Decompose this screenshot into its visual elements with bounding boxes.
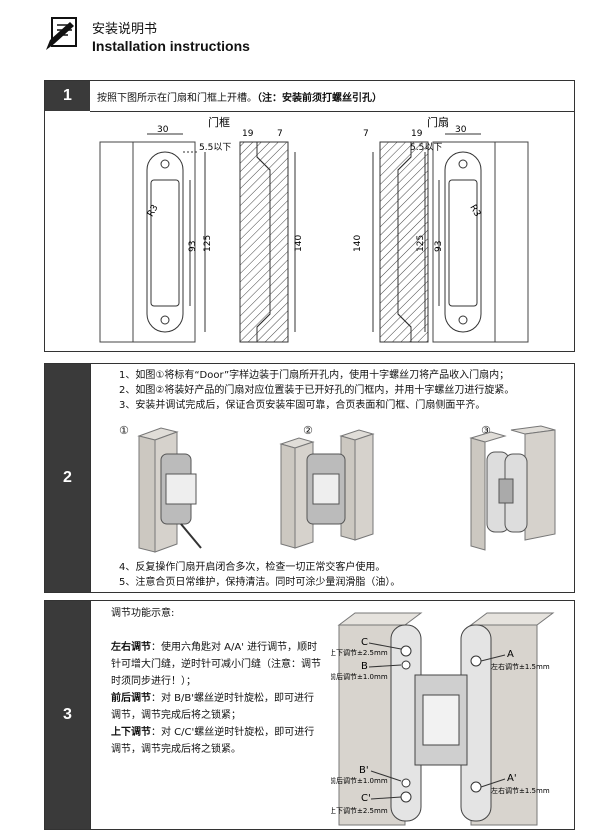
title-en: Installation instructions — [92, 38, 250, 54]
leaf-section-view: 7 19 140 — [353, 129, 429, 343]
adjust-fb-title: 前后调节 — [111, 693, 151, 704]
frame-front-view: 30 5.5以下 R3 93 125 — [99, 125, 231, 343]
dim-5-5: 5.5以下 — [199, 143, 231, 153]
figure-2-hinge-between-frame-and-leaf — [279, 429, 375, 549]
section-1: 1 按照下图所示在门扇和门框上开槽。（注：安装前须打螺丝引孔） 门框 门扇 30… — [44, 80, 575, 352]
section-3: 3 调节功能示意: 左右调节：使用六角匙对 A/A' 进行调节，顺时针可增大门缝… — [44, 600, 575, 830]
callout-a-prime: A' — [507, 773, 517, 784]
callout-b: B — [361, 661, 368, 672]
dim-19: 19 — [242, 129, 254, 139]
dim-7: 7 — [277, 129, 283, 139]
adjust-left-right: 左右调节：使用六角匙对 A/A' 进行调节，顺时针可增大门缝，逆时针可减小门缝（… — [111, 639, 321, 690]
section-number: 3 — [45, 601, 90, 829]
callout-ud: 上下调节±2.5mm — [331, 648, 388, 657]
adjust-lr-text: ：使用六角匙对 A/A' 进行调节，顺时针可增大门缝，逆时针可减小门缝（注意：调… — [111, 642, 321, 687]
title-zh: 安装说明书 — [92, 22, 158, 37]
callout-ud: 上下调节±2.5mm — [331, 806, 388, 815]
callout-b-prime: B' — [359, 765, 369, 776]
adjust-up-down: 上下调节：对 C/C'螺丝逆时针旋松，即可进行调节，调节完成后将之锁紧。 — [111, 724, 321, 758]
dim-5-5: 5.5以下 — [410, 143, 442, 153]
step-line: 3、安装并调试完成后，保证合页安装牢固可靠，合页表面和门框、门扇侧面平齐。 — [119, 400, 486, 411]
dim-125: 125 — [416, 235, 426, 252]
dim-140: 140 — [294, 235, 304, 252]
dim-7: 7 — [363, 129, 369, 139]
dim-125: 125 — [203, 235, 213, 252]
step-line: 4、反复操作门扇开启闭合多次，检查一切正常交客户使用。 — [119, 562, 386, 573]
instruction-text: 按照下图所示在门扇和门框上开槽。 — [97, 93, 257, 104]
dim-93: 93 — [434, 241, 444, 252]
adjustment-diagram: C 上下调节±2.5mm B 前后调节±1.0mm A 左右调节±1.5mm B… — [331, 612, 555, 826]
step-line: 2、如图②将装好产品的门扇对应位置装于已开好孔的门框内，并用十字螺丝刀进行旋紧。 — [119, 385, 515, 396]
adjust-ud-text: ：对 C/C'螺丝逆时针旋松，即可进行调节，调节完成后将之锁紧。 — [111, 727, 315, 755]
adjust-front-back: 前后调节：对 B/B'螺丝逆时针旋松，即可进行调节，调节完成后将之锁紧； — [111, 690, 321, 724]
callout-fb: 前后调节±1.0mm — [331, 672, 388, 681]
label-frame: 门框 — [208, 115, 230, 129]
callout-fb: 前后调节±1.0mm — [331, 776, 388, 785]
section-number: 1 — [45, 81, 90, 111]
dim-93: 93 — [188, 241, 198, 252]
dim-30: 30 — [455, 125, 467, 135]
step-line: 5、注意合页日常维护，保持清洁。同时可涂少量润滑脂（油）。 — [119, 577, 401, 588]
adjust-fb-text: ：对 B/B'螺丝逆时针旋松，即可进行调节，调节完成后将之锁紧； — [111, 693, 315, 721]
adjust-ud-title: 上下调节 — [111, 727, 151, 738]
section-number: 2 — [45, 364, 90, 592]
leaf-front-view: 30 5.5以下 R3 93 125 — [410, 125, 529, 343]
hinge-install-figures — [137, 425, 556, 553]
callout-lr: 左右调节±1.5mm — [491, 662, 550, 671]
figure-3-hinge-open — [469, 425, 556, 551]
slot-dimension-drawing: 门框 门扇 30 5.5以下 R3 93 125 19 7 — [99, 115, 529, 343]
dim-30: 30 — [157, 125, 169, 135]
adjust-lr-title: 左右调节 — [111, 642, 151, 653]
figure-1-hinge-in-leaf — [137, 427, 202, 553]
dim-140: 140 — [353, 235, 363, 252]
frame-section-view: 19 7 140 — [239, 129, 304, 343]
section-2: 2 1、如图①将标有“Door”字样边装于门扇所开孔内，使用十字螺丝刀将产品收入… — [44, 363, 575, 593]
callout-c-prime: C' — [361, 793, 371, 804]
figure-label: ① — [119, 424, 129, 437]
callout-lr: 左右调节±1.5mm — [491, 786, 550, 795]
label-leaf: 门扇 — [427, 115, 449, 129]
callout-a: A — [507, 649, 514, 660]
dim-19: 19 — [411, 129, 423, 139]
instruction-note: （注：安装前须打螺丝引孔） — [257, 93, 382, 104]
figure-label: ③ — [481, 424, 491, 437]
section-1-instruction: 按照下图所示在门扇和门框上开槽。（注：安装前须打螺丝引孔） — [97, 89, 382, 104]
adjust-intro: 调节功能示意: — [111, 608, 175, 619]
pencil-document-icon — [46, 17, 77, 50]
figure-label: ② — [303, 424, 313, 437]
callout-c: C — [361, 637, 368, 648]
step-line: 1、如图①将标有“Door”字样边装于门扇所开孔内，使用十字螺丝刀将产品收入门扇… — [119, 370, 510, 381]
